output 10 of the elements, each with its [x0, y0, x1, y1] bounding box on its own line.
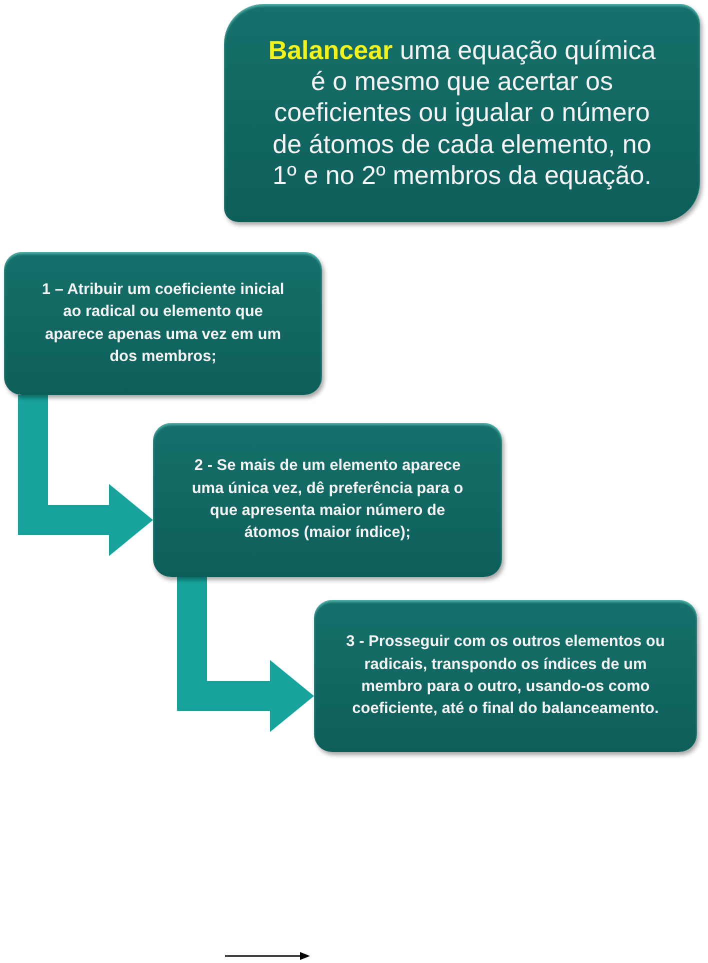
- definition-text: Balancear uma equação química é o mesmo que acertar os coeficientes ou igualar o número de átomos de cada elemento, no 1º e no 2º membros da equação.: [267, 35, 657, 191]
- bent-arrow: [177, 577, 314, 732]
- step-box: [314, 600, 697, 752]
- definition-box: [224, 4, 700, 222]
- step-text: 2 - Se mais de um elemento aparece uma única vez, dê preferência para o que apresenta maior número de átomos (maior índice);: [190, 456, 464, 544]
- step-box: [153, 423, 502, 577]
- step-box: [4, 252, 322, 395]
- step-text: 3 - Prosseguir com os outros elementos ou radicais, transpondo os índices de um membro para o outro, usando-os como coeficiente, até o final do balanceamento.: [345, 632, 666, 720]
- step-text: 1 – Atribuir um coeficiente inicial ao radical ou elemento que aparece apenas uma vez em um dos membros;: [40, 280, 286, 367]
- bent-arrow: [18, 395, 153, 556]
